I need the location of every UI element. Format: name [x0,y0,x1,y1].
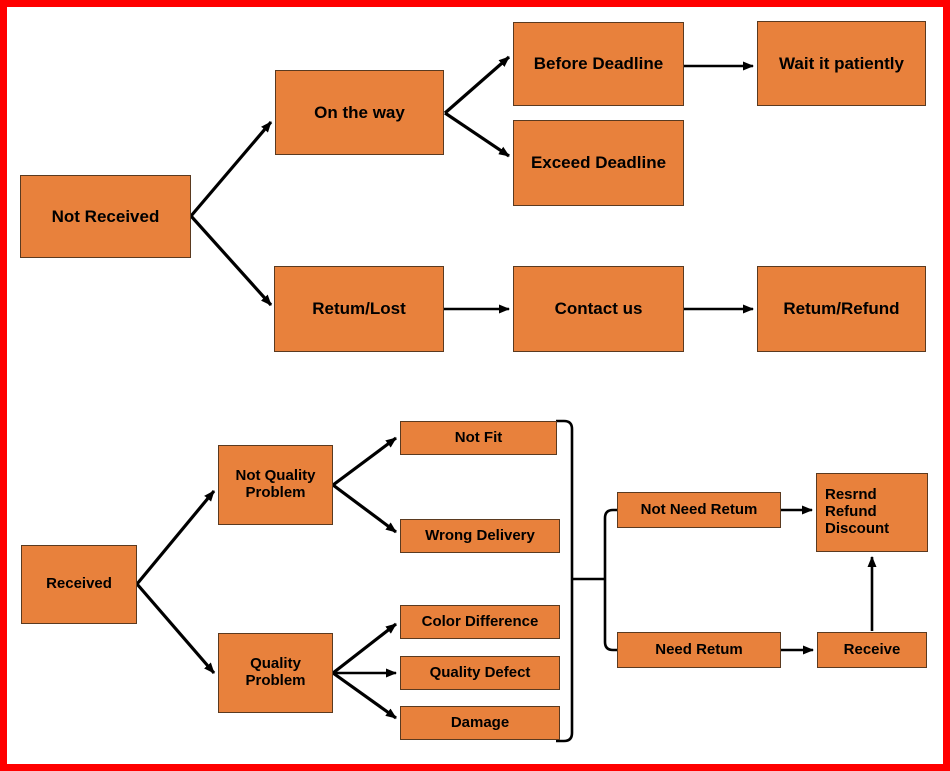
return-decision-bracket [603,508,617,652]
edge-not-quality-problem-to-not-fit [332,436,397,487]
node-on-the-way[interactable]: On the way [275,70,444,155]
node-contact-us[interactable]: Contact us [513,266,684,352]
node-quality-problem[interactable]: Quality Problem [218,633,333,713]
node-retum-refund[interactable]: Retum/Refund [757,266,926,352]
node-not-quality-problem[interactable]: Not Quality Problem [218,445,333,525]
node-received[interactable]: Received [21,545,137,624]
node-need-retum[interactable]: Need Retum [617,632,781,668]
edge-quality-problem-to-color-difference [332,622,397,675]
node-receive[interactable]: Receive [817,632,927,668]
node-not-received[interactable]: Not Received [20,175,191,258]
edge-not-received-to-on-the-way [189,120,273,218]
node-wait-it-patiently[interactable]: Wait it patiently [757,21,926,106]
reasons-bracket [556,419,605,743]
edge-not-quality-problem-to-wrong-delivery [332,483,397,534]
node-not-need-retum[interactable]: Not Need Retum [617,492,781,528]
node-damage[interactable]: Damage [400,706,560,740]
node-before-deadline[interactable]: Before Deadline [513,22,684,106]
node-resrnd-refund-discount[interactable]: Resrnd Refund Discount [816,473,928,552]
node-exceed-deadline[interactable]: Exceed Deadline [513,120,684,206]
edge-not-received-to-retum-lost [189,214,273,307]
edge-received-to-not-quality-problem [135,489,216,586]
node-quality-defect[interactable]: Quality Defect [400,656,560,690]
node-wrong-delivery[interactable]: Wrong Delivery [400,519,560,553]
node-not-fit[interactable]: Not Fit [400,421,557,455]
edge-quality-problem-to-damage [332,671,397,720]
edge-on-the-way-to-exceed-deadline [444,111,510,158]
edge-received-to-quality-problem [135,582,216,675]
node-retum-lost[interactable]: Retum/Lost [274,266,444,352]
edge-on-the-way-to-before-deadline [443,55,511,115]
node-color-difference[interactable]: Color Difference [400,605,560,639]
